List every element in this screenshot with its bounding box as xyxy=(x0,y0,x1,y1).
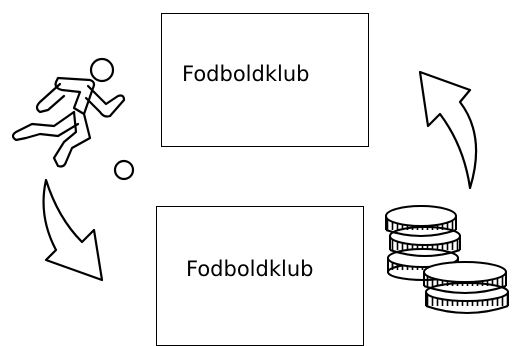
club-label-top: Fodboldklub xyxy=(182,62,310,86)
club-label-bottom: Fodboldklub xyxy=(186,257,314,281)
football-player-icon xyxy=(11,57,135,181)
club-box-bottom: Fodboldklub xyxy=(156,206,364,346)
ball-icon xyxy=(113,159,135,181)
curved-arrow-down-icon xyxy=(42,178,104,282)
curved-arrow-up-icon xyxy=(418,70,478,190)
club-box-top: Fodboldklub xyxy=(161,13,369,147)
coin-stack-icon xyxy=(385,205,509,314)
